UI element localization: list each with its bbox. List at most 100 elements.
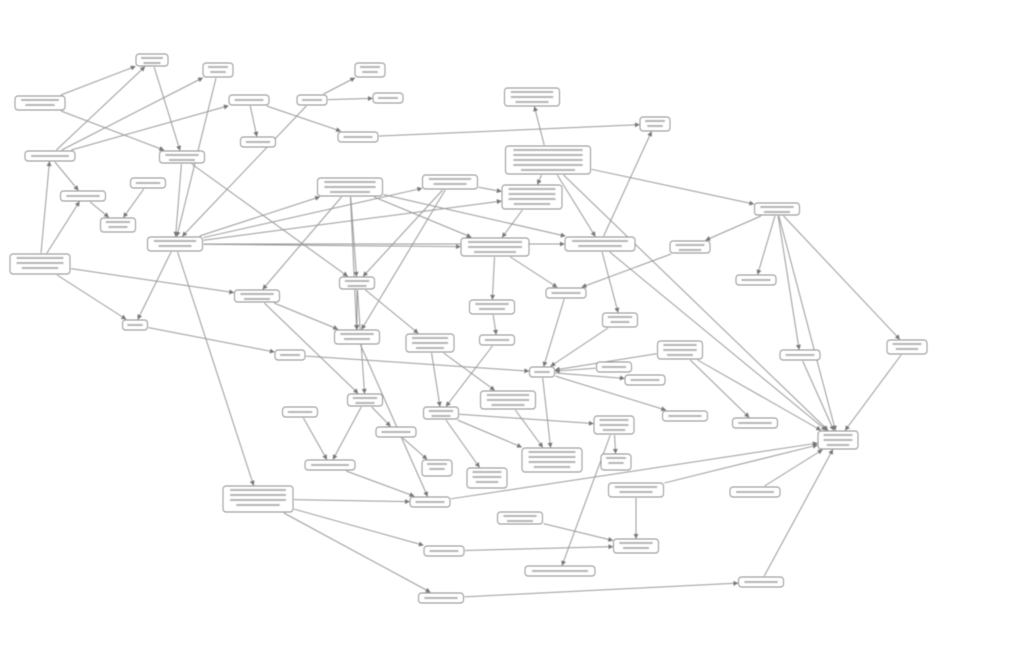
node-n37[interactable]: [274, 349, 306, 361]
node-n6[interactable]: [296, 94, 328, 106]
node-n7[interactable]: [372, 92, 404, 104]
node-n22[interactable]: [9, 253, 71, 275]
node-n29[interactable]: [469, 299, 515, 315]
edge-n10-n28: [191, 163, 348, 277]
node-n46[interactable]: [423, 406, 459, 420]
node-label-text: [513, 203, 551, 205]
node-n42[interactable]: [886, 339, 928, 355]
node-n23[interactable]: [460, 237, 530, 257]
node-n50[interactable]: [593, 415, 635, 435]
node-n59[interactable]: [409, 496, 451, 508]
node-n9[interactable]: [24, 150, 76, 162]
node-n12[interactable]: [337, 131, 379, 143]
node-n27[interactable]: [234, 289, 280, 303]
node-n26[interactable]: [754, 202, 800, 216]
node-n33[interactable]: [334, 329, 380, 345]
node-n65[interactable]: [524, 565, 596, 577]
node-n8[interactable]: [504, 87, 560, 107]
node-n43[interactable]: [624, 374, 666, 386]
node-n34[interactable]: [405, 333, 455, 353]
node-n1[interactable]: [135, 53, 169, 67]
node-n13[interactable]: [639, 116, 671, 132]
node-n20[interactable]: [501, 184, 563, 210]
node-n21[interactable]: [147, 236, 203, 252]
node-n52[interactable]: [817, 430, 859, 450]
edge-n64-n63: [464, 544, 614, 551]
node-n30[interactable]: [545, 287, 587, 299]
node-n53[interactable]: [521, 447, 583, 473]
node-label-text: [513, 164, 583, 166]
node-label-text: [25, 104, 55, 106]
node-n39[interactable]: [657, 340, 703, 360]
edge-n60-n52: [664, 443, 818, 484]
edge-n26-n52: [778, 215, 837, 431]
node-label-text: [141, 57, 163, 59]
edge-n4-n11: [249, 105, 259, 137]
node-label-text: [158, 245, 192, 247]
node-label-text: [427, 463, 447, 465]
node-label-text: [352, 397, 378, 399]
node-label-text: [823, 439, 853, 441]
node-n54[interactable]: [304, 459, 356, 471]
node-n38[interactable]: [596, 361, 632, 373]
node-n4[interactable]: [228, 94, 270, 106]
node-n25[interactable]: [669, 240, 711, 254]
edge-n3-n1: [60, 65, 136, 96]
node-label-text: [433, 183, 467, 185]
edge-n23-n29: [490, 256, 496, 300]
node-n24[interactable]: [564, 236, 636, 252]
node-box: [135, 53, 169, 67]
node-n11[interactable]: [240, 136, 276, 148]
edge-n28-n34: [365, 289, 419, 334]
node-n51[interactable]: [732, 417, 778, 429]
node-n2[interactable]: [202, 62, 234, 78]
node-label-text: [135, 182, 161, 184]
node-n62[interactable]: [729, 486, 781, 498]
node-n48[interactable]: [662, 410, 708, 422]
node-n14[interactable]: [505, 145, 591, 175]
node-n45[interactable]: [282, 406, 318, 418]
node-n64[interactable]: [423, 545, 465, 557]
edge-n39-n52: [697, 359, 822, 431]
node-label-text: [21, 99, 59, 101]
node-n66[interactable]: [738, 576, 784, 588]
node-n3[interactable]: [14, 95, 66, 111]
node-label-text: [619, 491, 653, 493]
edge-n46-n53: [457, 419, 523, 448]
node-n36[interactable]: [479, 334, 515, 346]
node-n47[interactable]: [480, 390, 536, 410]
node-label-text: [599, 424, 629, 426]
node-n10[interactable]: [159, 150, 205, 164]
node-n16[interactable]: [130, 177, 166, 189]
node-n28[interactable]: [339, 276, 375, 290]
node-n17[interactable]: [100, 217, 136, 233]
node-n32[interactable]: [122, 319, 148, 331]
node-label-text: [428, 178, 472, 180]
node-n61[interactable]: [497, 511, 543, 525]
node-n40[interactable]: [529, 366, 555, 378]
node-n35[interactable]: [602, 312, 638, 328]
node-n19[interactable]: [422, 174, 478, 190]
node-label-text: [578, 245, 622, 247]
node-n49[interactable]: [375, 426, 417, 438]
edge-n29-n36: [492, 314, 498, 335]
node-n56[interactable]: [466, 467, 508, 489]
node-n18[interactable]: [317, 177, 383, 197]
edge-n36-n46: [445, 345, 493, 407]
node-label-text: [415, 501, 445, 503]
node-n60[interactable]: [608, 482, 664, 498]
node-box: [347, 393, 383, 407]
node-label-text: [503, 515, 537, 517]
edge-n41-n52: [802, 360, 835, 431]
node-n5[interactable]: [354, 62, 386, 78]
node-n15[interactable]: [60, 190, 106, 202]
node-n55[interactable]: [421, 459, 453, 477]
node-n67[interactable]: [418, 592, 464, 604]
node-n57[interactable]: [600, 453, 632, 471]
node-n31[interactable]: [735, 274, 777, 286]
node-n41[interactable]: [779, 349, 821, 361]
node-label-text: [381, 431, 411, 433]
node-n63[interactable]: [613, 538, 659, 554]
node-n58[interactable]: [222, 485, 294, 513]
node-n44[interactable]: [347, 393, 383, 407]
